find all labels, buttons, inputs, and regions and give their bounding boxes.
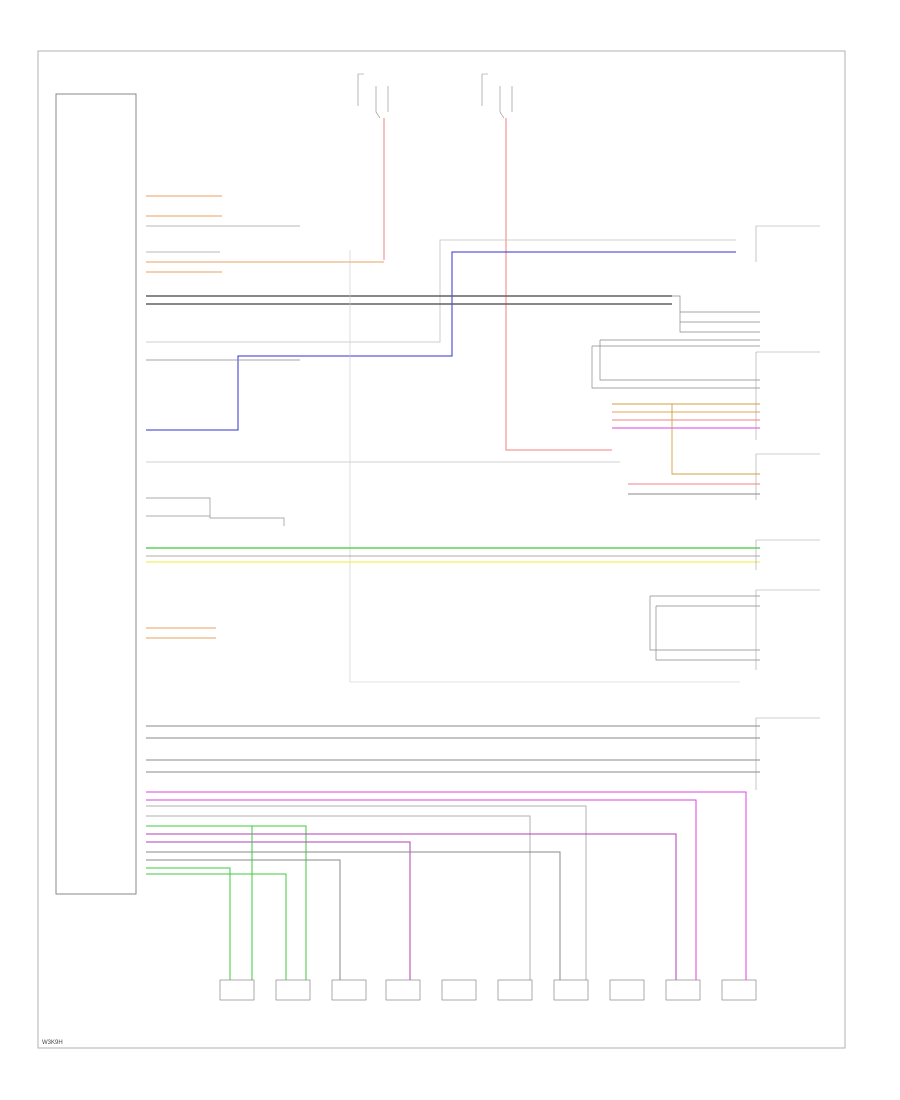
wires-bt-module [612, 403, 760, 495]
wires-antenna [146, 295, 672, 305]
diagram-frame [37, 50, 846, 1049]
wires-speakers [146, 791, 747, 980]
wires-rear-seat [649, 595, 760, 661]
wires-antenna-branch [591, 295, 760, 389]
wires-optical [146, 627, 216, 639]
head-unit-box [55, 93, 137, 895]
component-brackets-right [755, 225, 820, 790]
footer-code: W3K9H [42, 1040, 63, 1046]
wires-gray-upper [146, 225, 300, 253]
speaker-row [219, 979, 757, 1001]
fuse-right [481, 73, 513, 140]
wire-lightgray-mic [146, 239, 736, 343]
wires-lower-gray [146, 725, 760, 773]
wires-aux [146, 497, 285, 526]
wires-orange-upper [146, 195, 384, 273]
wire-lightgray-vertical [349, 250, 740, 683]
wire-red-right [505, 118, 612, 451]
wire-blue [146, 251, 736, 431]
